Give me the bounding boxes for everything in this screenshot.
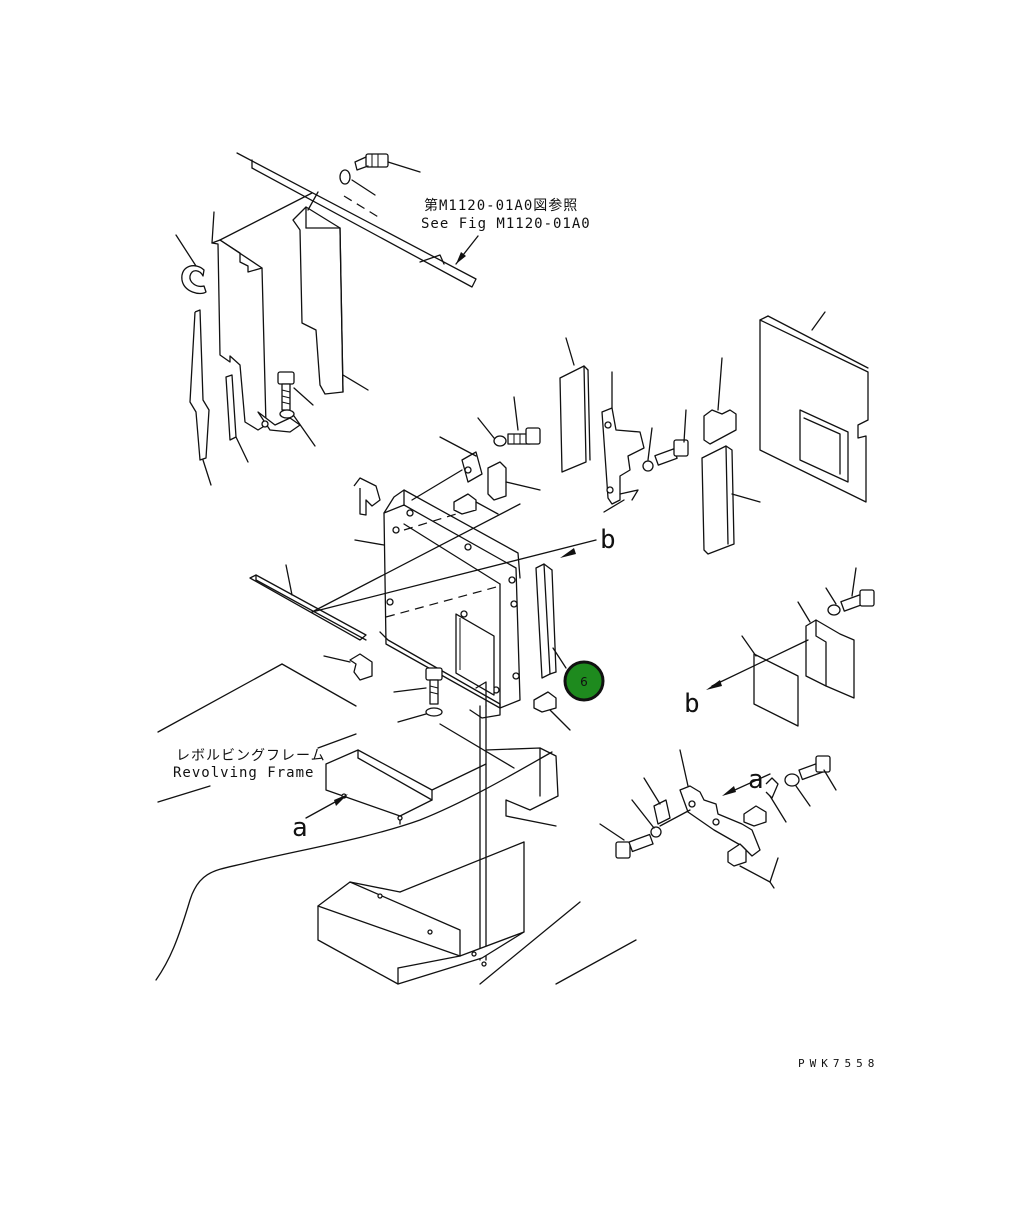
narrow-seal: [225, 374, 249, 463]
rubber-block-b: [453, 493, 499, 515]
reference-en: See Fig M1120-01A0: [421, 216, 591, 232]
lower-right-bolt-b-icon: [784, 755, 837, 807]
thin-seal-strip: [189, 309, 212, 486]
side-bracket: [601, 371, 645, 513]
callout-6: 6: [563, 660, 605, 702]
view-b-upper: b: [311, 525, 616, 613]
revolving-frame: [157, 663, 637, 985]
view-mark-b-upper: b: [600, 525, 616, 555]
top-mount-clip: [353, 477, 381, 516]
view-mark-b-lower: b: [684, 689, 700, 719]
lower-right-bracket: [679, 749, 761, 857]
frame-label-jp: レボルビングフレーム: [176, 748, 326, 764]
drawing-code: PWK7558: [798, 1057, 879, 1070]
frame-label: レボルビングフレーム Revolving Frame: [173, 748, 326, 781]
view-mark-a-left: a: [292, 813, 308, 843]
frame-label-en: Revolving Frame: [173, 765, 314, 781]
view-a-right: a: [722, 765, 771, 796]
clip-lower-left: [323, 653, 373, 681]
tall-seal-block: [292, 191, 369, 395]
right-bolt-icon: [642, 409, 689, 472]
foam-strip-upper: [559, 337, 591, 473]
lower-right-clip: [765, 777, 787, 823]
top-bolt-icon: [339, 153, 421, 196]
reference-note: 第M1120-01A0図参照 See Fig M1120-01A0: [421, 197, 591, 265]
view-mark-a-right: a: [748, 765, 764, 795]
connector-panel: [455, 613, 495, 696]
small-clip-upper: [411, 436, 483, 501]
right-mid-panel: [797, 601, 855, 699]
mid-bolt-icon: [477, 396, 541, 447]
rubber-block-c: [533, 691, 571, 731]
reference-jp: 第M1120-01A0図参照: [424, 197, 578, 214]
vertical-seal-strip: [535, 563, 567, 679]
callout-number: 6: [580, 675, 588, 689]
lower-bolt-icon: [393, 667, 443, 723]
foam-strip-right: [701, 445, 761, 555]
large-cover-panel: [759, 311, 869, 503]
left-cover-plate: [211, 192, 313, 431]
rubber-block-a: [487, 461, 541, 501]
lower-right-bolt-a-icon: [599, 799, 691, 859]
right-mid-bolt-icon: [825, 567, 875, 616]
u-clip-icon: [175, 234, 207, 295]
top-rail: [236, 152, 477, 288]
long-seal-bar: [249, 503, 521, 641]
view-b-lower: b: [684, 639, 809, 719]
right-mid-gasket: [741, 635, 799, 727]
view-a-left: a: [292, 794, 348, 843]
lower-right-block-c: [727, 843, 779, 889]
harness-wire: [155, 751, 553, 981]
foam-block-small: [703, 357, 737, 445]
left-bolt-icon: [277, 371, 316, 447]
lower-right-block-b: [743, 805, 767, 827]
lower-right-block-a: [643, 777, 671, 825]
